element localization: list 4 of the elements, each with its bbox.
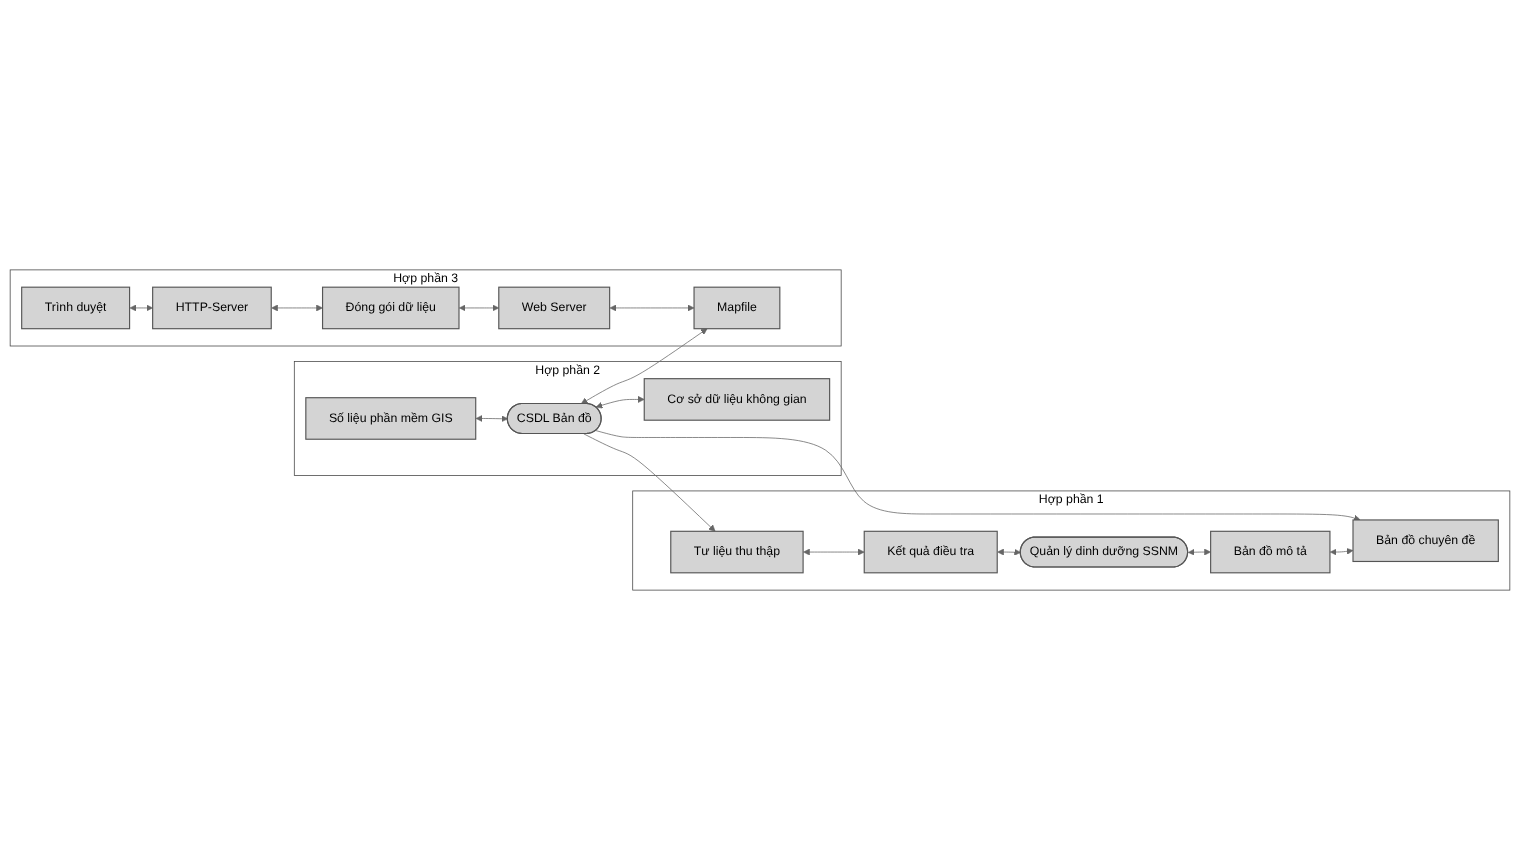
- arrow: [1187, 548, 1211, 556]
- arrow: [997, 548, 1021, 556]
- arrow: [129, 304, 153, 312]
- arrow: [1329, 547, 1354, 556]
